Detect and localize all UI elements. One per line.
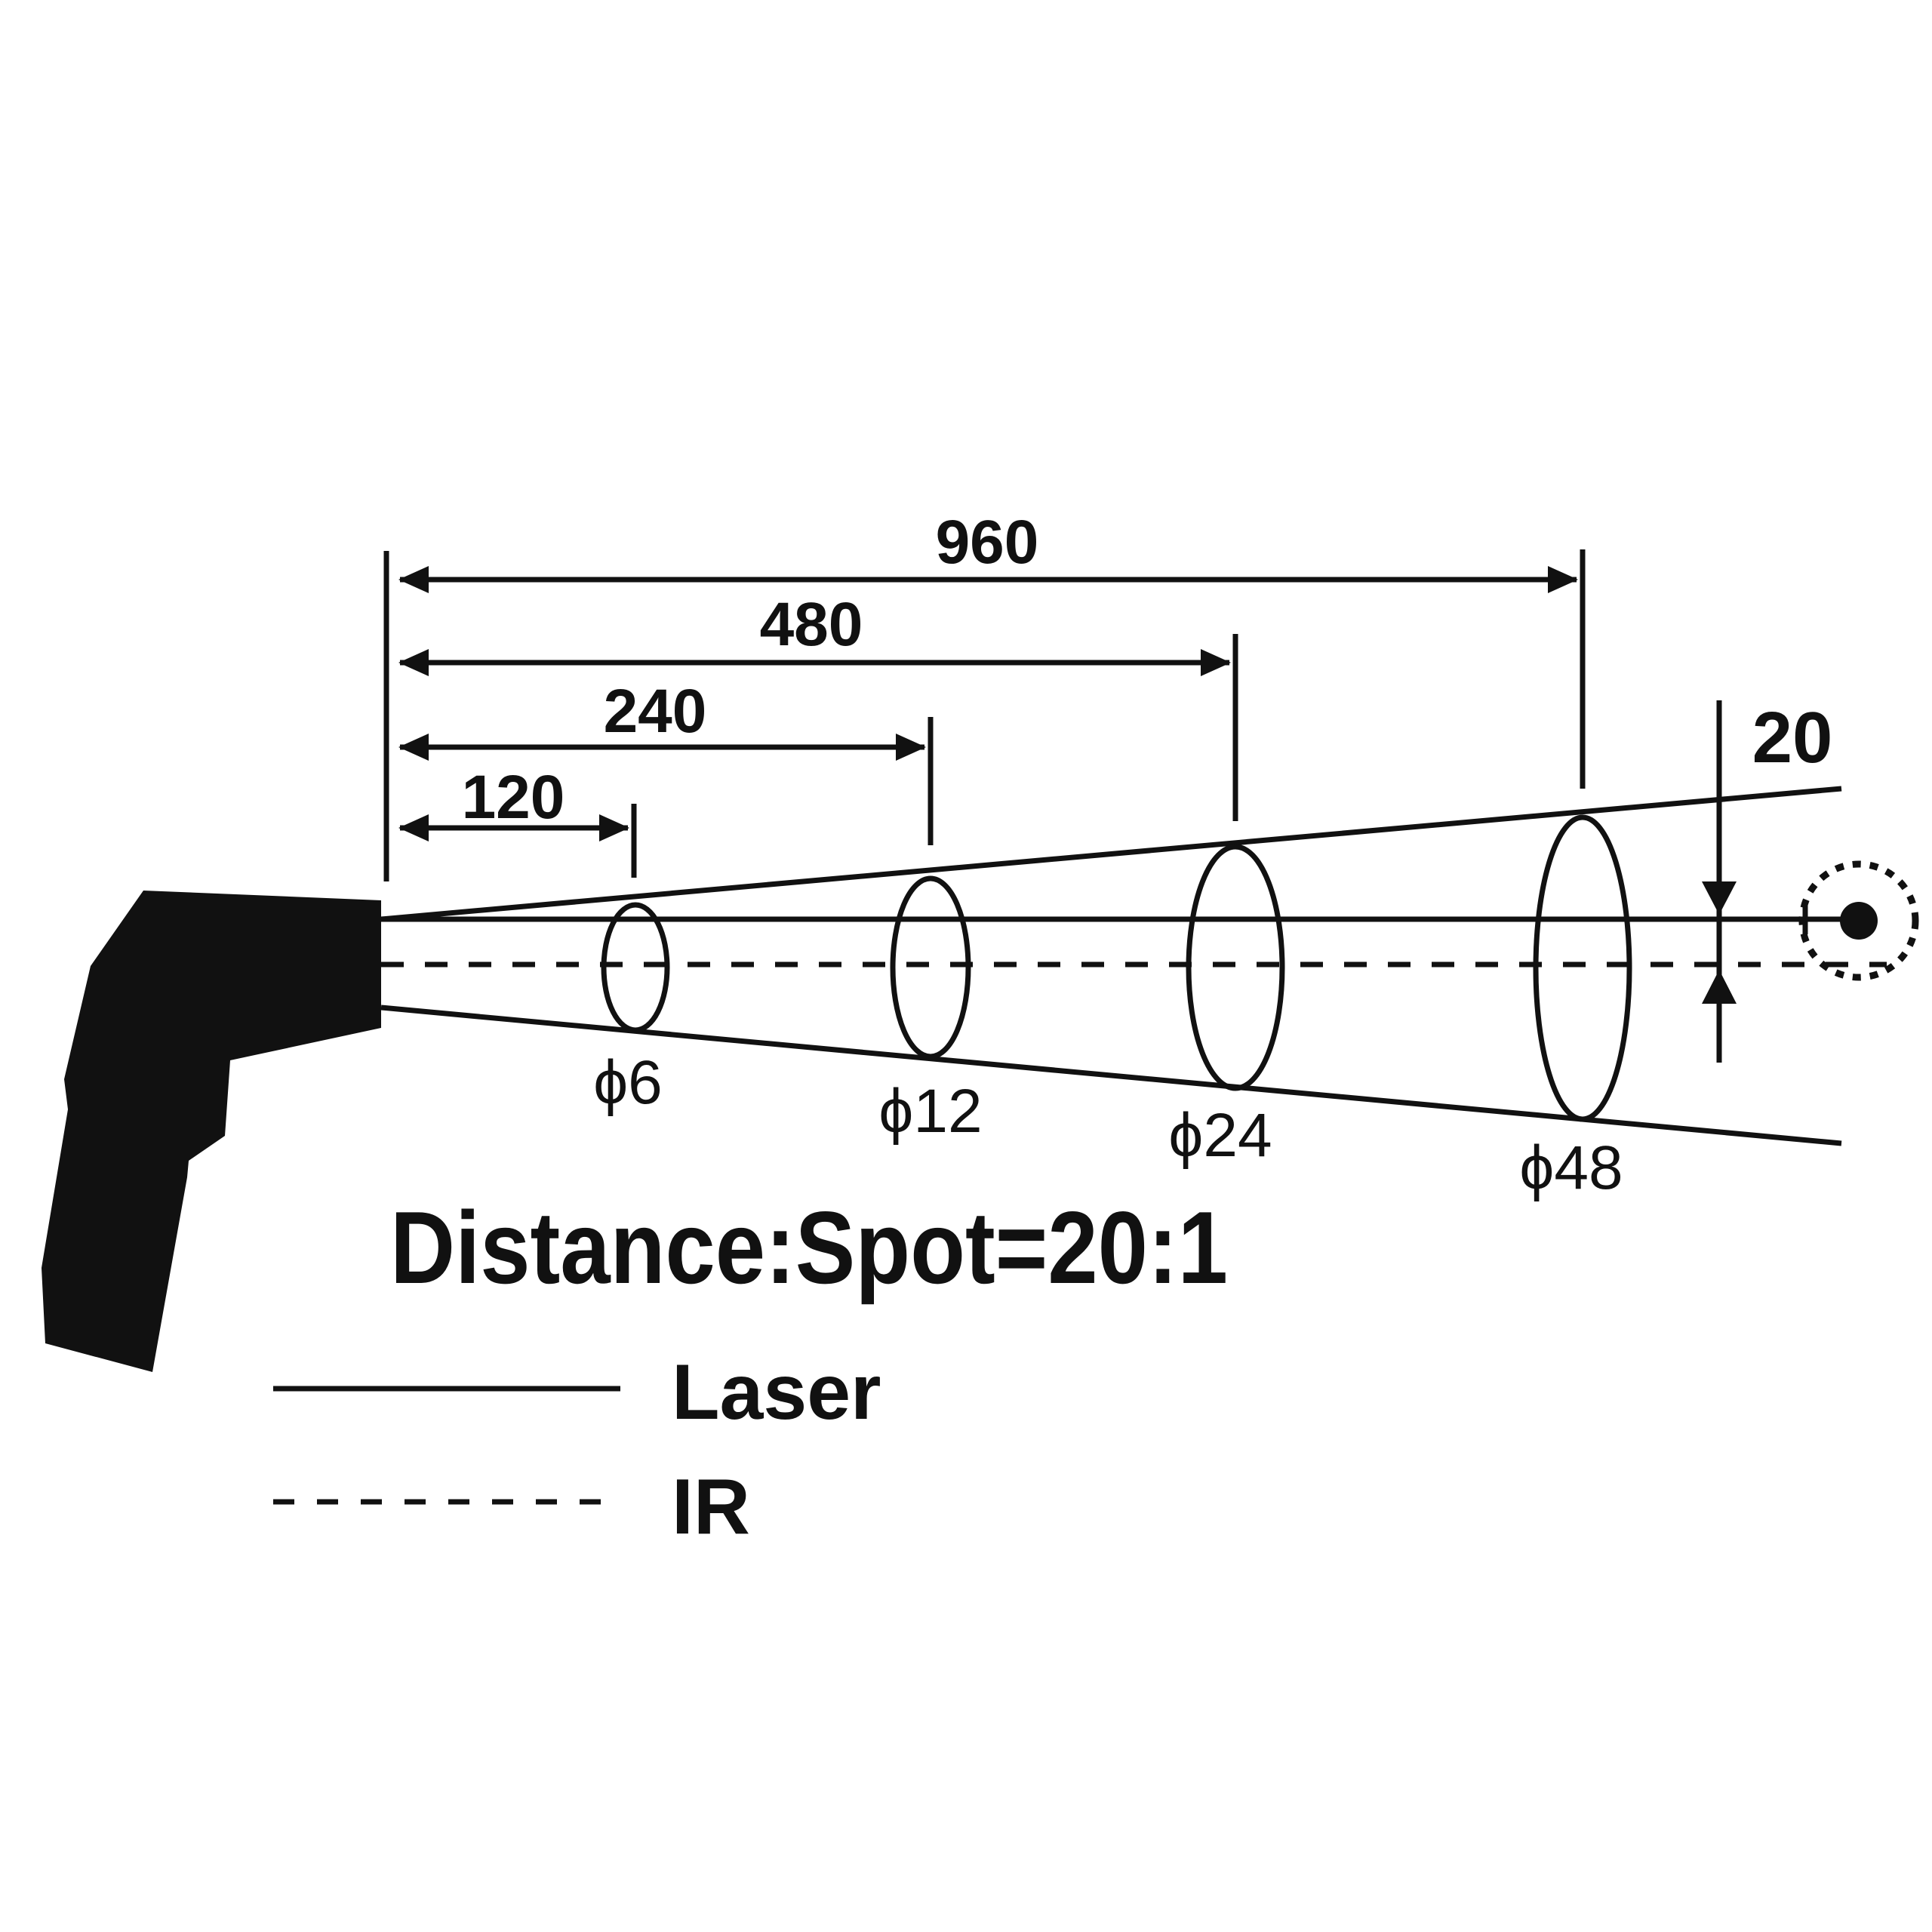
legend-ir-label: IR — [672, 1463, 750, 1551]
spot-ellipse-6 — [601, 902, 670, 1033]
distance-label-240: 240 — [604, 677, 707, 746]
beam-separation-label: 20 — [1752, 697, 1833, 778]
distance-dimension-960: 960 — [398, 508, 1586, 789]
beam-cone-lower-edge — [380, 1004, 1842, 1146]
target-dot-icon — [1798, 860, 1919, 981]
distance-label-960: 960 — [936, 508, 1039, 577]
distance-label-120: 120 — [462, 763, 565, 832]
distance-dimension-120: 120 — [398, 763, 637, 878]
infrared-thermometer-gun-icon — [42, 891, 381, 1372]
spot-ellipse-24 — [1186, 844, 1285, 1091]
distance-spot-ratio: Distance:Spot=20:1 — [390, 1190, 1228, 1305]
legend-laser-label: Laser — [672, 1349, 881, 1436]
beam-cone-upper-edge — [380, 786, 1842, 922]
spot-label-48: ϕ48 — [1519, 1134, 1623, 1202]
distance-label-480: 480 — [760, 590, 863, 659]
spot-ellipse-48 — [1533, 814, 1632, 1122]
spot-label-6: ϕ6 — [593, 1048, 663, 1117]
distance-dimension-480: 480 — [398, 590, 1238, 821]
legend: Laser IR — [273, 1349, 881, 1551]
spot-ellipse-12 — [890, 875, 971, 1060]
distance-dimension-240: 240 — [398, 677, 934, 845]
beam-separation-indicator — [1702, 700, 1737, 1063]
spot-label-24: ϕ24 — [1168, 1101, 1272, 1170]
spot-label-12: ϕ12 — [878, 1077, 982, 1146]
